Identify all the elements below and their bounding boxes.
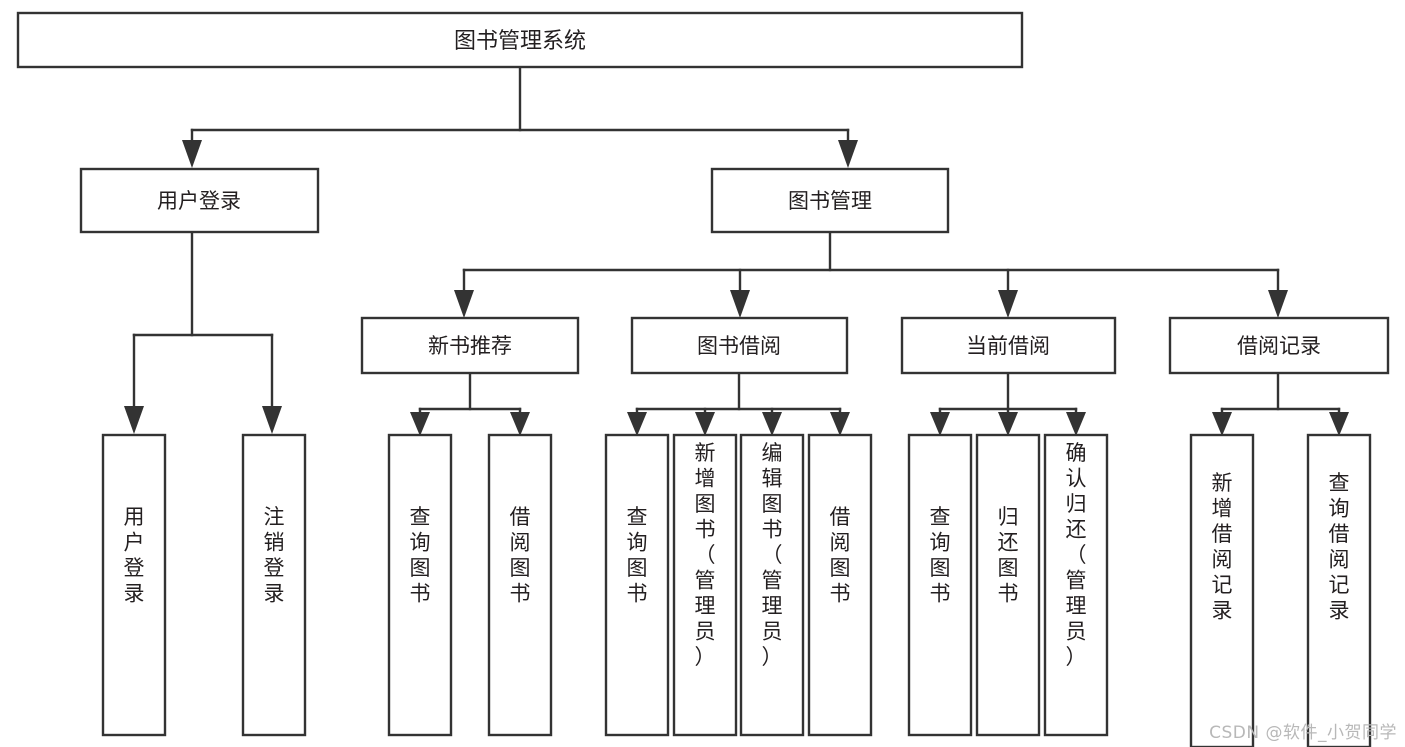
node-leaf-query-book-2-label: 查询图书 [627, 505, 648, 606]
node-book-borrow-label: 图书借阅 [697, 334, 781, 358]
connector-book-borrow-to-leaves [627, 371, 850, 436]
arrowhead-icon [182, 140, 202, 168]
node-leaf-borrow-book-1-label: 借阅图书 [510, 505, 531, 606]
arrowhead-icon [1268, 290, 1288, 318]
node-leaf-user-login-label: 用户登录 [124, 505, 145, 606]
arrowhead-icon [930, 412, 950, 436]
connector-new-book-recommend-to-leaves [410, 371, 530, 436]
node-borrow-record[interactable]: 借阅记录 [1168, 316, 1390, 375]
node-user-login-label: 用户登录 [157, 189, 241, 213]
node-leaf-user-login[interactable]: 用户登录 [101, 433, 167, 737]
node-leaf-borrow-book-2-label: 借阅图书 [830, 505, 851, 606]
arrowhead-icon [410, 412, 430, 436]
connector-user-login-to-leaves [124, 230, 282, 434]
connector-root-to-level2 [182, 65, 858, 168]
arrowhead-icon [124, 406, 144, 434]
node-new-book-recommend-label: 新书推荐 [428, 334, 512, 358]
node-leaf-query-book-2[interactable]: 查询图书 [604, 433, 670, 737]
node-leaf-edit-book[interactable]: 编辑图书（管理员） [739, 433, 805, 737]
node-leaf-add-book[interactable]: 新增图书（管理员） [672, 433, 738, 737]
arrowhead-icon [454, 290, 474, 318]
node-leaf-return-book-label: 归还图书 [998, 505, 1019, 606]
node-book-management[interactable]: 图书管理 [710, 167, 950, 234]
connector-current-borrow-to-leaves [930, 371, 1086, 436]
node-leaf-logout-login-label: 注销登录 [264, 505, 285, 606]
connector-borrow-record-to-leaves [1212, 371, 1349, 436]
arrowhead-icon [627, 412, 647, 436]
node-root[interactable]: 图书管理系统 [16, 11, 1024, 69]
node-leaf-query-book-1[interactable]: 查询图书 [387, 433, 453, 737]
arrowhead-icon [730, 290, 750, 318]
arrowhead-icon [762, 412, 782, 436]
node-book-borrow[interactable]: 图书借阅 [630, 316, 849, 375]
node-leaf-return-book[interactable]: 归还图书 [975, 433, 1041, 737]
node-leaf-query-record[interactable]: 查询借阅记录 [1306, 433, 1372, 747]
node-leaf-add-record[interactable]: 新增借阅记录 [1189, 433, 1255, 747]
node-leaf-borrow-book-1[interactable]: 借阅图书 [487, 433, 553, 737]
node-current-borrow-label: 当前借阅 [966, 334, 1050, 358]
node-root-label: 图书管理系统 [454, 29, 586, 54]
arrowhead-icon [998, 290, 1018, 318]
arrowhead-icon [695, 412, 715, 436]
arrowhead-icon [1329, 412, 1349, 436]
node-leaf-query-book-3-label: 查询图书 [930, 505, 951, 606]
node-leaf-edit-book-label: 编辑图书（管理员） [762, 441, 783, 669]
arrowhead-icon [1066, 412, 1086, 436]
node-borrow-record-label: 借阅记录 [1237, 334, 1321, 358]
arrowhead-icon [998, 412, 1018, 436]
arrowhead-icon [838, 140, 858, 168]
csdn-watermark: CSDN @软件_小贺同学 [1209, 723, 1397, 743]
node-leaf-confirm-return-label: 确认归还（管理员） [1066, 441, 1087, 669]
arrowhead-icon [1212, 412, 1232, 436]
node-leaf-confirm-return[interactable]: 确认归还（管理员） [1043, 433, 1109, 737]
arrowhead-icon [830, 412, 850, 436]
connector-book-management-to-level3 [454, 230, 1288, 318]
node-leaf-query-book-1-label: 查询图书 [410, 505, 431, 606]
node-leaf-query-book-3[interactable]: 查询图书 [907, 433, 973, 737]
node-new-book-recommend[interactable]: 新书推荐 [360, 316, 580, 375]
node-leaf-query-record-label: 查询借阅记录 [1329, 471, 1350, 623]
node-leaf-borrow-book-2[interactable]: 借阅图书 [807, 433, 873, 737]
node-leaf-add-record-label: 新增借阅记录 [1212, 471, 1233, 623]
arrowhead-icon [262, 406, 282, 434]
node-book-management-label: 图书管理 [788, 189, 872, 213]
node-user-login[interactable]: 用户登录 [79, 167, 320, 234]
node-leaf-logout-login[interactable]: 注销登录 [241, 433, 307, 737]
node-leaf-add-book-label: 新增图书（管理员） [695, 441, 716, 669]
node-current-borrow[interactable]: 当前借阅 [900, 316, 1117, 375]
arrowhead-icon [510, 412, 530, 436]
